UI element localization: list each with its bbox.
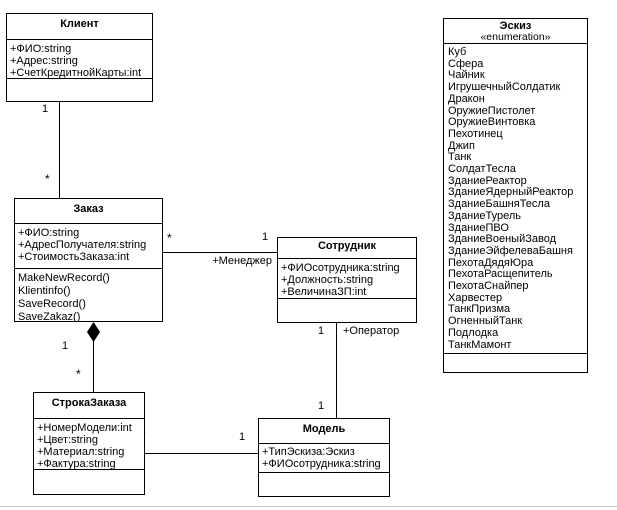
class-box-order[interactable]: Заказ +ФИО:string+АдресПолучателя:string… [14,198,163,322]
multiplicity-label: 1 [239,431,246,443]
attribute-row: +ФИОсотрудника:string [281,262,400,274]
class-attributes: +НомерМодели:int+Цвет:string+Материал:st… [34,419,144,470]
attribute-row: +Должность:string [281,274,374,286]
class-title: Сотрудник [278,238,416,259]
enum-value: Джип [448,139,475,152]
class-methods [7,79,152,101]
class-attributes: +ТипЭскиза:Эскиз+ФИОсотрудника:string [259,444,389,473]
enum-value: ЗданиеЯдерныйРеактор [448,186,574,199]
multiplicity-label: * [167,231,172,245]
class-attributes: +ФИО:string+АдресПолучателя:string+Стоим… [15,224,162,269]
enum-value: Танк [448,151,472,164]
method-row: SaveZakaz() [18,311,81,321]
method-row: MakeNewRecord() [18,272,110,284]
attribute-row: +ФИОсотрудника:string [262,458,381,470]
role-label-manager: +Менеджер [212,255,272,267]
enum-title: Эскиз [499,20,532,32]
attribute-row: +АдресПолучателя:string [18,239,147,251]
enum-value: ОгненныйТанк [448,315,523,328]
association-client-order-line [59,102,60,198]
method-row: SaveRecord() [18,298,86,310]
multiplicity-label: 1 [42,103,49,115]
multiplicity-label: * [76,367,81,381]
association-employee-model-line [336,323,337,418]
multiplicity-label: * [45,172,50,186]
multiplicity-label: 1 [62,340,69,352]
enum-value: Чайник [448,69,485,82]
association-order-employee-line [163,252,277,253]
enum-value: Сфера [448,57,484,70]
class-title: Клиент [7,14,152,40]
enum-value: Подлодка [448,326,499,339]
attribute-row: +Цвет:string [37,434,99,446]
enum-footer [444,354,587,372]
enum-value: ЗданиеЭйфелеваБашня [448,244,573,257]
class-title: Заказ [15,199,162,224]
enum-value: ЗданиеБашняТесла [448,198,550,211]
multiplicity-label: 1 [262,231,269,243]
enum-value: ЗданиеРеактор [448,174,527,187]
enum-value: ЗданиеТурель [448,209,522,222]
enum-value: ОружиеВинтовка [448,116,536,129]
composition-order-orderline-line [93,340,94,392]
class-methods [278,299,416,322]
class-methods [259,473,389,496]
class-title: Модель [259,419,389,444]
attribute-row: +СтоимостьЗаказа:int [18,251,130,263]
class-box-client[interactable]: Клиент +ФИО:string+Адрес:string+СчетКред… [6,13,153,102]
class-box-model[interactable]: Модель +ТипЭскиза:Эскиз+ФИОсотрудника:st… [258,418,390,497]
bottom-edge-divider [0,506,617,507]
enum-value: Куб [448,46,467,58]
enum-value: ЗданиеПВО [448,221,509,234]
attribute-row: +Фактура:string [37,458,116,470]
enum-value: ТанкМамонт [448,338,512,351]
attribute-row: +ТипЭскиза:Эскиз [262,446,355,458]
multiplicity-label: 1 [318,400,325,412]
enum-value: ОружиеПистолет [448,104,536,117]
enum-value: ПехотаСнайпер [448,280,529,293]
enum-stereotype: «enumeration» [480,31,551,43]
enum-value: СолдатТесла [448,163,516,176]
method-row: Klientinfo() [18,285,71,297]
class-methods [34,470,144,494]
composition-diamond-icon [87,322,100,342]
class-box-employee[interactable]: Сотрудник +ФИОсотрудника:string+Должност… [277,237,417,323]
enum-value: ТанкПризма [448,303,511,316]
class-methods: MakeNewRecord()Klientinfo()SaveRecord()S… [15,269,162,321]
class-title: СтрокаЗаказа [34,393,144,419]
enum-value: ИгрушечныйСолдатик [448,81,561,94]
attribute-row: +СчетКредитнойКарты:int [10,67,142,79]
attribute-row: +НомерМодели:int [37,422,132,434]
class-attributes: +ФИО:string+Адрес:string+СчетКредитнойКа… [7,40,152,79]
enum-value: Пехотинец [448,127,503,140]
enum-value: Дракон [448,92,485,105]
class-attributes: +ФИОсотрудника:string+Должность:string+В… [278,259,416,299]
attribute-row: +Материал:string [37,446,125,458]
class-box-orderline[interactable]: СтрокаЗаказа +НомерМодели:int+Цвет:strin… [33,392,145,495]
attribute-row: +ВеличинаЗП:int [281,286,367,298]
attribute-row: +Адрес:string [10,55,78,67]
role-label-operator: +Оператор [343,325,400,337]
attribute-row: +ФИО:string [18,227,80,239]
enum-value: Харвестер [448,291,503,304]
attribute-row: +ФИО:string [10,43,72,55]
association-orderline-model-line [145,453,258,454]
enum-value: ЗданиеВоеныйЗавод [448,233,556,246]
enum-value: ПехотаРасщепитель [448,268,553,281]
enum-header: Эскиз «enumeration» [444,19,587,44]
enum-value: ПехотаДядяЮра [448,256,534,269]
multiplicity-label: 1 [318,325,325,337]
